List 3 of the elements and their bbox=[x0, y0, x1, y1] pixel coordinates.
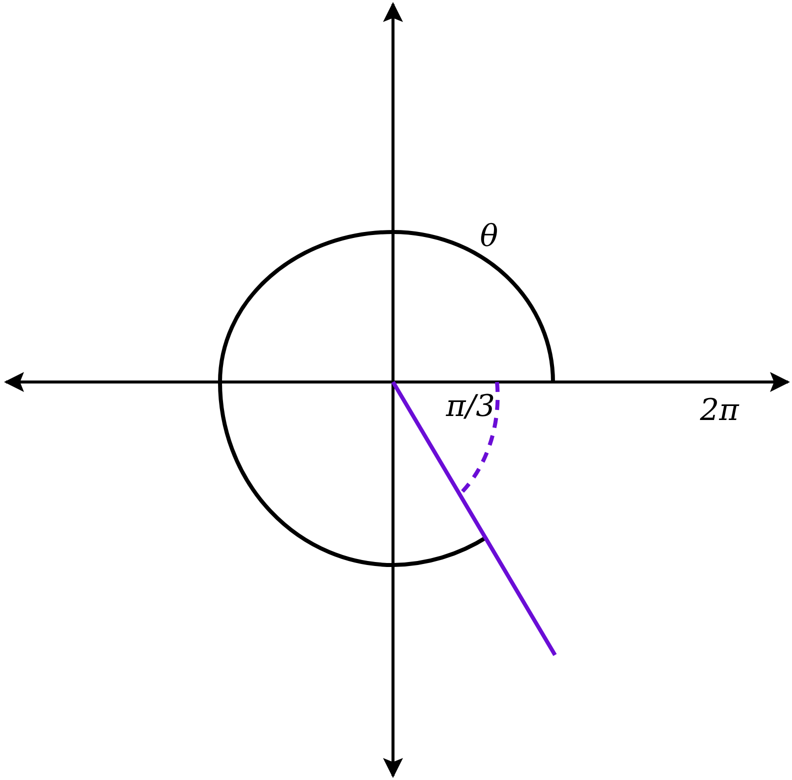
fraction-label: π/3 bbox=[446, 392, 495, 422]
angle-label: θ bbox=[480, 222, 498, 252]
angle-label: 2π bbox=[700, 396, 739, 426]
